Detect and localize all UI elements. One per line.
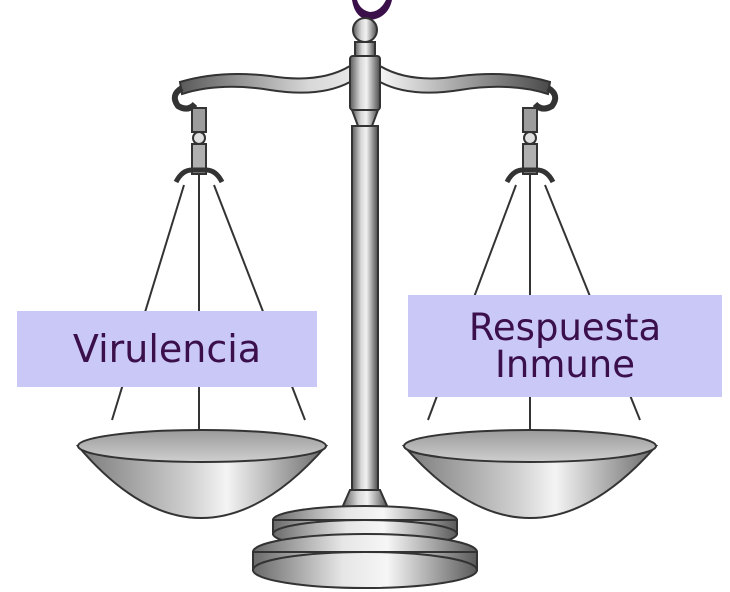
scale-base	[253, 506, 477, 588]
left-hanger	[176, 108, 222, 182]
scale-pillar	[342, 110, 388, 508]
right-hanger	[507, 108, 553, 182]
right-pan	[404, 430, 656, 518]
left-pan	[78, 430, 326, 518]
scale-finial	[350, 18, 380, 110]
label-inmune-text: Inmune	[495, 346, 635, 383]
label-respuesta-text: Respuesta	[469, 309, 661, 346]
left-pan-strings	[112, 170, 305, 445]
label-respuesta-inmune: Respuesta Inmune	[408, 295, 722, 397]
label-virulencia: Virulencia	[17, 311, 317, 387]
label-virulencia-text: Virulencia	[73, 330, 261, 368]
cropped-title-fragment	[352, 0, 392, 20]
